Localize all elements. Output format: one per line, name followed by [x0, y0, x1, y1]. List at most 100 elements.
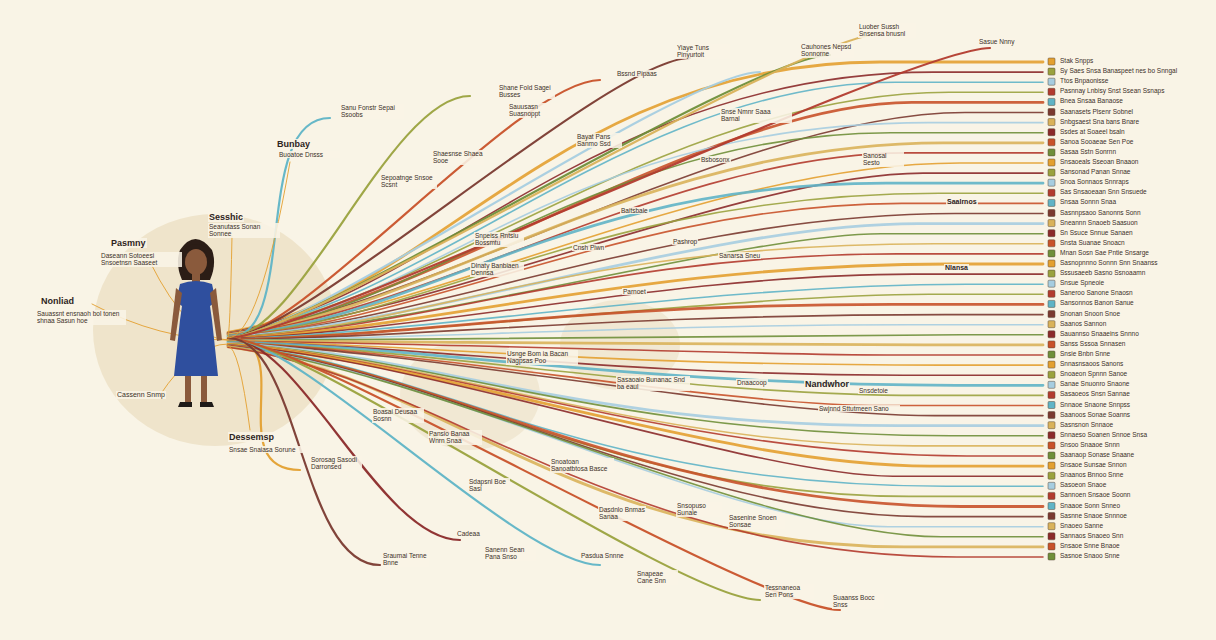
list-item: Bnea Snsaa Banaose [1059, 97, 1124, 104]
list-icon [1048, 88, 1055, 95]
branch-line [228, 346, 250, 430]
list-icon [1048, 331, 1055, 338]
branch-label: Usnge Bom ia Bacan Nagpsas Poo [506, 350, 578, 365]
list-icon [1048, 361, 1055, 368]
list-item: Sansonad Panan Snnae [1059, 168, 1131, 175]
list-item: Snsaa Sonnn Snaa [1059, 198, 1117, 205]
branch-label: Sasenine Snoen Sonsae [728, 514, 785, 529]
list-item: Saanasets Plsenr Sobnel [1059, 108, 1134, 115]
branch-line [228, 72, 760, 338]
list-item: Snnaoe Snaone Snnpss [1059, 401, 1131, 408]
branch-line [228, 338, 380, 565]
branch-line [228, 236, 232, 338]
list-icon [1048, 533, 1055, 540]
list-icon [1048, 199, 1055, 206]
branch-label: Snsopuso Sunaie [676, 502, 722, 517]
list-item: Sanss Sssoa Snnasen [1059, 340, 1126, 347]
branch-label: Cadeaa [456, 530, 481, 537]
branch-heading: Nandwhor [804, 379, 850, 389]
branch-line [228, 284, 1043, 339]
list-item: Pasnnay Lnbisy Snst Ssean Ssnaps [1059, 87, 1165, 94]
branch-line [228, 347, 1043, 537]
branch-label: Baitsbale [620, 207, 649, 214]
branch-line [228, 335, 1043, 341]
list-item: Sanoa Sooaeae Sen Poe [1059, 138, 1134, 145]
branch-line [228, 203, 1043, 336]
branch-line [228, 82, 1043, 333]
branch-label: Sepoatnge Snsoe Scsnt [380, 174, 437, 189]
list-icon [1048, 523, 1055, 530]
branch-label: Snpeiss Rntsiu Bossmtu [474, 232, 524, 247]
list-item: Sasnne Snaoe Snnnoe [1059, 512, 1128, 519]
list-item: Sasoeon Snaoe [1059, 481, 1107, 488]
branch-line [228, 315, 1043, 340]
branch-label: Yiaye Tuns Pinyurtoit [676, 44, 730, 59]
list-item: Sannoen Snsaoe Soonn [1059, 491, 1131, 498]
list-icon [1048, 78, 1055, 85]
branch-line [228, 344, 1043, 446]
branch-line [228, 163, 1043, 336]
branch-label: Bayat Pans Sanmo Ssd [576, 133, 622, 148]
list-item: Saanaop Sonase Snaane [1059, 451, 1135, 458]
branch-heading: Saalrnos [946, 198, 978, 206]
branch-label: Sasaoaio Bunanac Snd ba eaul [616, 376, 690, 391]
list-item: Sauannso Snaaeins Snnno [1059, 330, 1140, 337]
list-item: Mnan Sosn Sae Pntie Snsarge [1059, 249, 1150, 256]
list-icon [1048, 260, 1055, 267]
list-icon [1048, 432, 1055, 439]
list-icon [1048, 462, 1055, 469]
list-item: Snaoeo Sanne [1059, 522, 1104, 529]
branch-label: Sanarsa Sneu [718, 252, 761, 259]
branch-line [228, 254, 1043, 338]
branch-line [228, 162, 290, 338]
list-item: Snsaoe Snne Bnaoe [1059, 542, 1121, 549]
list-item: Snsoo Snaaoe Snnn [1059, 441, 1121, 448]
list-icon [1048, 270, 1055, 277]
list-icon [1048, 422, 1055, 429]
list-item: Sasnsnon Snnaoe [1059, 421, 1114, 428]
list-icon [1048, 129, 1055, 136]
branch-label: Snoatoan Sanoatbtosa Basce [550, 458, 614, 473]
list-item: Sas Snsaoeaan Snn Snsuede [1059, 188, 1148, 195]
branch-label: Sanenn Sean Pana Snso [484, 546, 536, 561]
branch-label: Parnoet [622, 288, 647, 295]
branch-label: Sasue Nnny [978, 38, 1015, 45]
list-icon [1048, 210, 1055, 217]
list-item: Snnasnsaoos Sanons [1059, 360, 1124, 367]
list-item: Sasnoe Snaoo Snne [1059, 552, 1121, 559]
list-icon [1048, 119, 1055, 126]
branch-label: Pasdua Snnne [580, 552, 625, 559]
list-item: Sneannn Snaoeb Saasuon [1059, 219, 1139, 226]
branch-line [228, 224, 1043, 338]
list-item: Snoaeon Spnnn Sanoe [1059, 370, 1128, 377]
branch-label: Sdapsnl Boe Sasi [468, 478, 510, 493]
branch-label: Snapeae Cane Snn [636, 570, 678, 585]
list-icon [1048, 492, 1055, 499]
branch-label: Sauassnt ensnaoh bol tonen shnaa Sasun h… [36, 310, 126, 325]
branch-heading: Bunbay [276, 139, 311, 149]
list-item: Sn Ssuce Snnue Sanaen [1059, 229, 1134, 236]
list-icon [1048, 553, 1055, 560]
branch-label: Bsbosonx [700, 156, 731, 163]
list-icon [1048, 98, 1055, 105]
list-icon [1048, 381, 1055, 388]
branch-line [228, 214, 1043, 338]
list-item: Sasnopnnno Sonnn Snn Snaanss [1059, 259, 1159, 266]
branch-label: Snsae Snaiasa Sorune [228, 446, 310, 453]
list-item: Snsie Bnbn Snne [1059, 350, 1111, 357]
list-icon [1048, 240, 1055, 247]
list-item: Snoa Sonnaos Snnraps [1059, 178, 1130, 185]
list-icon [1048, 503, 1055, 510]
branch-line [228, 338, 600, 565]
branch-label: Snse Nmnr Saaa Barnal [720, 108, 792, 123]
branch-line [228, 96, 470, 338]
branch-label: Dlnaty Banbiaen Dennsa [470, 262, 524, 277]
branch-label: Suaanss Bocc Snss [832, 594, 884, 609]
list-icon [1048, 68, 1055, 75]
list-icon [1048, 351, 1055, 358]
branch-line [228, 338, 460, 540]
branch-label: Shaesnse Shaea Sooe [432, 150, 484, 165]
branch-label: Daseann Sotoeesi Snsoetnsn Saaseet [100, 252, 182, 267]
